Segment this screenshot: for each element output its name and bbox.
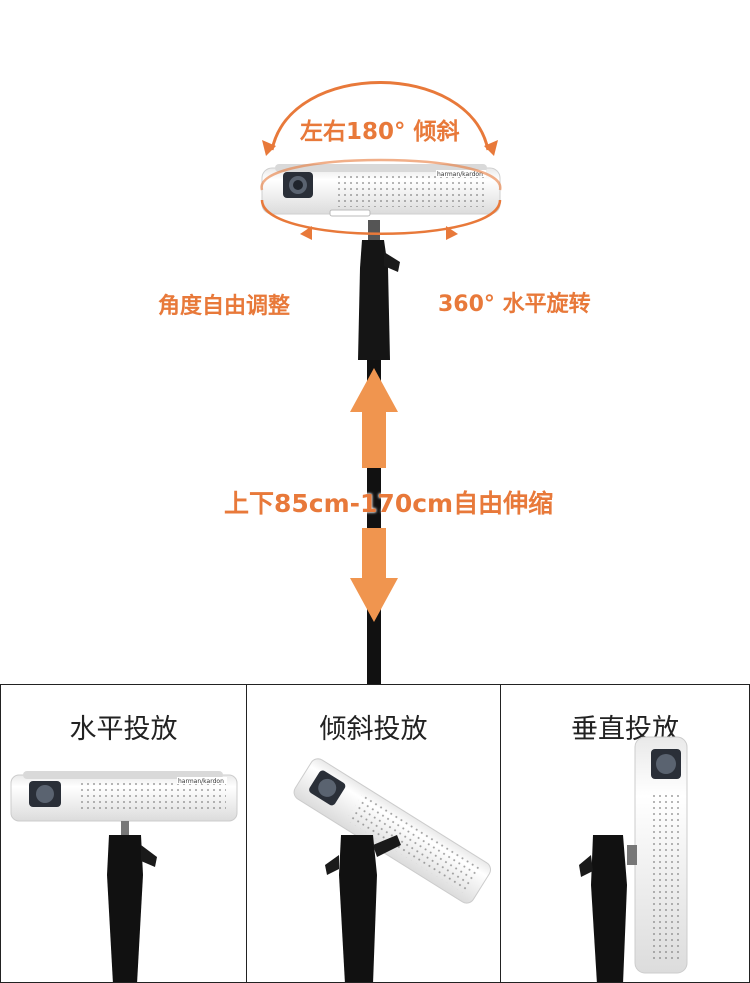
stand-mount — [368, 220, 380, 240]
tilted-projector-illustration — [293, 758, 492, 982]
svg-text:harman/kardon: harman/kardon — [178, 778, 224, 785]
height-label: 上下85cm-170cm自由伸缩 — [224, 489, 554, 518]
rotate-arrow-left — [300, 226, 312, 240]
horizontal-projector-illustration: harman/kardon — [10, 771, 238, 982]
panel-vertical: 垂直投放 — [500, 684, 750, 983]
rotate-label: 360° 水平旋转 — [438, 292, 591, 317]
tilt-arrow-left — [262, 140, 276, 156]
panel-title: 水平投放 — [69, 714, 178, 745]
tilt-arrow-right — [484, 140, 498, 156]
vertical-projector-illustration — [579, 736, 688, 982]
stand-knob — [384, 252, 400, 272]
angle-label: 角度自由调整 — [158, 294, 291, 319]
panel-title: 倾斜投放 — [319, 714, 428, 745]
panel-horizontal: 水平投放 harman/kardon — [0, 684, 247, 983]
main-illustration: harman/kardon — [260, 81, 502, 684]
height-arrow — [350, 368, 398, 622]
brand-text: harman/kardon — [437, 171, 483, 178]
rotate-arc-back — [260, 158, 502, 191]
projector-top: harman/kardon — [261, 164, 501, 217]
panel-tilted: 倾斜投放 — [246, 684, 501, 983]
rotate-arrow-right — [446, 226, 458, 240]
tilt-label: 左右180° 倾斜 — [300, 119, 460, 145]
rotate-arc-front — [260, 199, 502, 235]
stand-handle — [358, 240, 390, 360]
tilt-arc — [270, 81, 490, 151]
